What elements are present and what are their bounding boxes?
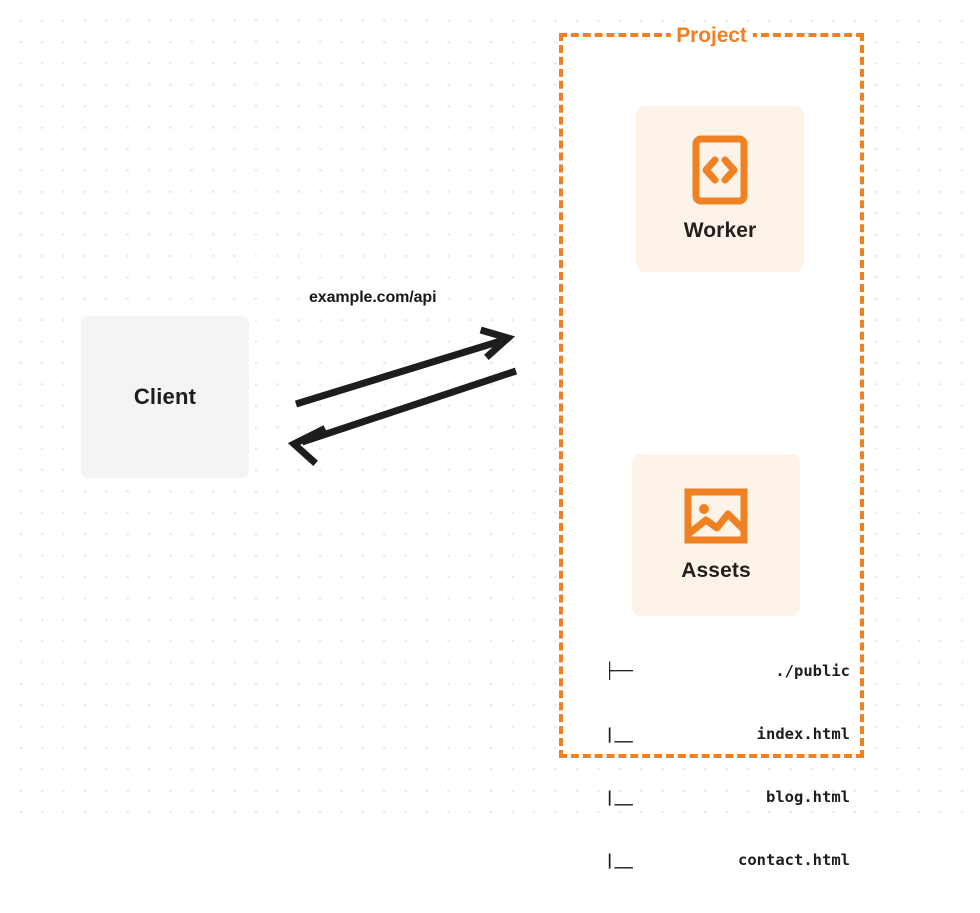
file-tree: ├── ./public |__ index.html |__ blog.htm… (605, 619, 850, 913)
project-container: Project Worker Assets ├── ./public (559, 24, 864, 869)
file-tree-row: |__ contact.html (605, 850, 850, 871)
tree-item-name: ./public (775, 662, 850, 680)
code-brackets-icon (692, 135, 748, 205)
file-tree-row: |__ blog.html (605, 787, 850, 808)
file-tree-row: |__ index.html (605, 724, 850, 745)
tree-item-name: index.html (756, 725, 850, 743)
image-icon (684, 488, 748, 544)
assets-node[interactable]: Assets (632, 454, 800, 616)
arrow-right-icon (479, 326, 516, 360)
connection-label: example.com/api (309, 289, 437, 306)
client-node[interactable]: Client (81, 316, 249, 478)
tree-branch-glyph: |__ (605, 851, 633, 869)
response-arrow-line (300, 367, 518, 446)
arrow-left-icon (287, 425, 327, 466)
tree-branch-glyph: |__ (605, 788, 633, 806)
project-title: Project (670, 24, 753, 48)
tree-branch-glyph: |__ (605, 725, 633, 743)
request-arrow-line (294, 336, 506, 408)
worker-node[interactable]: Worker (636, 106, 804, 272)
file-tree-row: ├── ./public (605, 661, 850, 682)
worker-label: Worker (683, 219, 757, 242)
tree-branch-glyph: ├── (605, 662, 633, 680)
tree-item-name: blog.html (766, 788, 850, 806)
client-label: Client (133, 384, 197, 409)
diagram-canvas: Client example.com/api Project Worker (0, 0, 980, 869)
tree-item-name: contact.html (738, 851, 850, 869)
assets-label: Assets (681, 559, 751, 582)
